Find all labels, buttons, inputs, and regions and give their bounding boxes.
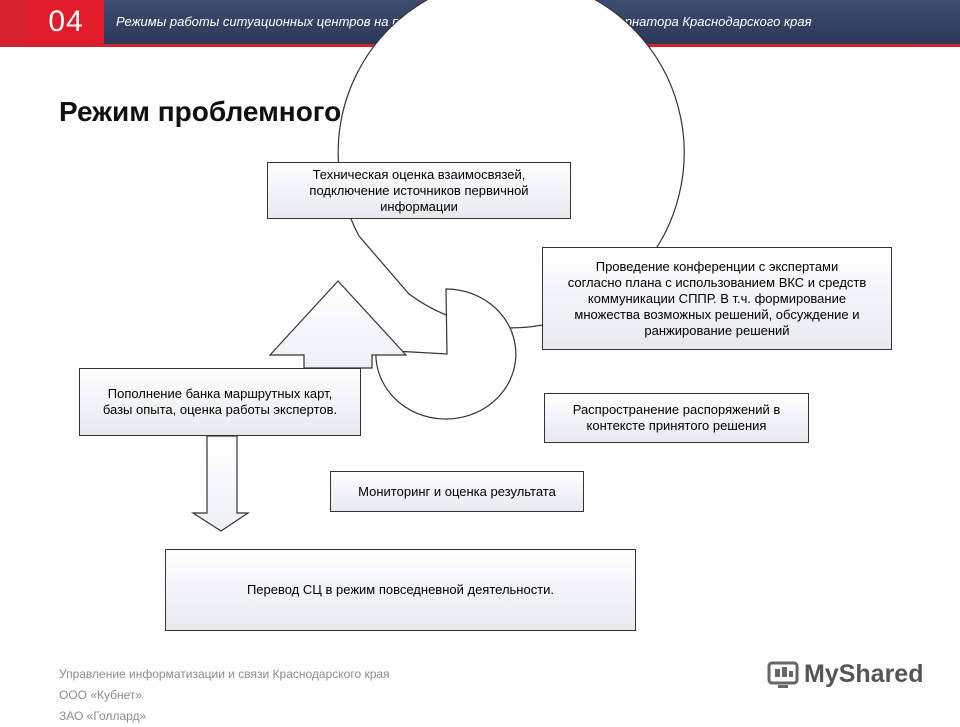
- up-arrow: [268, 280, 408, 369]
- box-route-maps: Пополнение банка маршрутных карт, базы о…: [79, 368, 361, 436]
- box-tech-assessment: Техническая оценка взаимосвязей, подключ…: [267, 162, 571, 219]
- box-expert-conference: Проведение конференции с экспертами согл…: [542, 247, 892, 350]
- slide-number: 04: [28, 0, 104, 44]
- logo-text: MyShared: [804, 659, 924, 688]
- myshared-logo-icon: [767, 661, 799, 688]
- cycle-inner-shape: [375, 288, 517, 420]
- box-daily-mode: Перевод СЦ в режим повседневной деятельн…: [165, 549, 636, 631]
- down-arrow: [190, 435, 250, 532]
- box-orders-distribution: Распространение распоряжений в контексте…: [544, 393, 809, 443]
- box-monitoring-evaluation: Мониторинг и оценка результата: [330, 471, 584, 512]
- myshared-logo: MyShared: [766, 656, 923, 692]
- footer-organizations: Управление информатизации и связи Красно…: [59, 667, 390, 723]
- header-accent: [0, 0, 28, 44]
